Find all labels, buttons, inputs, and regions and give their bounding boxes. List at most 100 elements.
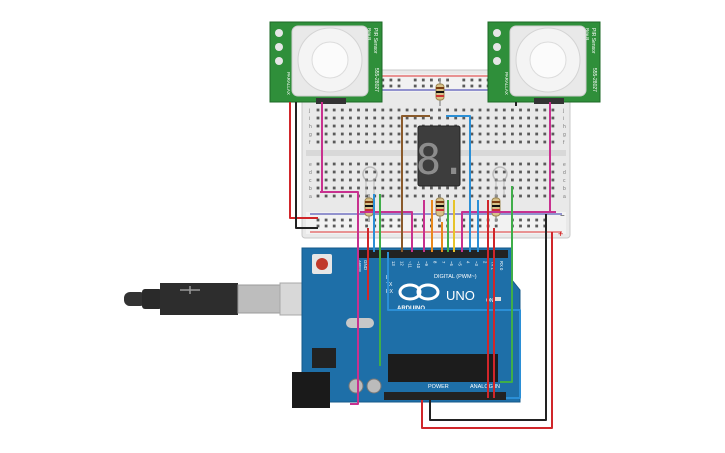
breadboard-hole[interactable] [413,84,417,88]
breadboard-hole[interactable] [478,140,482,144]
breadboard-hole[interactable] [349,224,352,228]
breadboard-hole[interactable] [373,140,377,144]
breadboard-hole[interactable] [405,186,409,190]
breadboard-hole[interactable] [340,170,344,174]
breadboard-hole[interactable] [413,124,417,128]
breadboard-hole[interactable] [405,116,409,120]
breadboard-hole[interactable] [340,116,344,120]
breadboard-hole[interactable] [478,178,482,182]
breadboard-hole[interactable] [413,224,417,228]
breadboard-hole[interactable] [405,132,409,136]
breadboard-hole[interactable] [381,178,385,182]
breadboard-hole[interactable] [389,78,393,82]
breadboard-hole[interactable] [551,186,555,190]
breadboard-hole[interactable] [462,124,466,128]
breadboard-hole[interactable] [446,78,449,82]
breadboard-hole[interactable] [527,178,530,182]
breadboard-hole[interactable] [486,170,490,174]
breadboard-hole[interactable] [357,140,360,144]
breadboard-hole[interactable] [381,170,385,174]
breadboard-hole[interactable] [527,108,530,112]
breadboard-hole[interactable] [316,116,320,120]
breadboard-hole[interactable] [543,162,547,166]
breadboard-hole[interactable] [527,224,530,228]
breadboard-hole[interactable] [389,178,393,182]
breadboard-hole[interactable] [413,78,417,82]
breadboard-hole[interactable] [543,186,547,190]
breadboard-hole[interactable] [470,194,474,198]
breadboard-hole[interactable] [462,132,466,136]
breadboard-hole[interactable] [413,186,417,190]
breadboard-hole[interactable] [316,194,320,198]
breadboard-hole[interactable] [470,170,474,174]
breadboard-hole[interactable] [454,108,458,112]
breadboard-hole[interactable] [535,116,539,120]
breadboard-hole[interactable] [543,194,547,198]
breadboard-hole[interactable] [365,170,368,174]
breadboard-hole[interactable] [316,186,320,190]
breadboard-hole[interactable] [373,132,377,136]
breadboard-hole[interactable] [316,140,320,144]
breadboard-hole[interactable] [511,162,514,166]
breadboard-hole[interactable] [421,78,425,82]
breadboard-hole[interactable] [349,116,352,120]
breadboard-hole[interactable] [324,224,328,228]
breadboard-hole[interactable] [397,108,401,112]
breadboard-hole[interactable] [332,140,336,144]
led-left[interactable] [362,166,378,196]
breadboard-hole[interactable] [349,124,352,128]
breadboard-hole[interactable] [527,124,530,128]
breadboard-hole[interactable] [551,116,555,120]
breadboard-hole[interactable] [421,194,425,198]
breadboard-hole[interactable] [340,224,344,228]
breadboard-hole[interactable] [397,132,401,136]
breadboard-hole[interactable] [478,84,482,88]
breadboard-hole[interactable] [381,162,385,166]
breadboard-hole[interactable] [543,224,547,228]
breadboard-hole[interactable] [373,162,377,166]
breadboard-hole[interactable] [551,170,555,174]
breadboard-hole[interactable] [519,170,522,174]
breadboard-hole[interactable] [494,132,498,136]
breadboard-hole[interactable] [430,194,433,198]
breadboard-hole[interactable] [397,218,401,222]
breadboard-hole[interactable] [397,78,401,82]
breadboard-hole[interactable] [430,84,433,88]
breadboard-hole[interactable] [494,170,498,174]
breadboard-hole[interactable] [543,124,547,128]
breadboard-hole[interactable] [486,140,490,144]
breadboard-hole[interactable] [519,132,522,136]
breadboard-hole[interactable] [527,132,530,136]
breadboard-hole[interactable] [494,108,498,112]
breadboard-hole[interactable] [316,218,320,222]
breadboard-hole[interactable] [349,170,352,174]
breadboard-hole[interactable] [349,140,352,144]
breadboard-hole[interactable] [316,162,320,166]
breadboard-hole[interactable] [357,162,360,166]
breadboard-hole[interactable] [340,186,344,190]
breadboard-hole[interactable] [389,170,393,174]
breadboard-hole[interactable] [324,194,328,198]
breadboard-hole[interactable] [421,186,425,190]
breadboard-hole[interactable] [543,218,547,222]
breadboard-hole[interactable] [519,224,522,228]
breadboard-hole[interactable] [470,224,474,228]
breadboard-hole[interactable] [397,224,401,228]
breadboard-hole[interactable] [502,132,506,136]
breadboard-hole[interactable] [381,194,385,198]
breadboard-hole[interactable] [340,162,344,166]
breadboard-hole[interactable] [478,162,482,166]
breadboard-hole[interactable] [535,178,539,182]
breadboard-hole[interactable] [421,108,425,112]
breadboard-hole[interactable] [357,108,360,112]
breadboard-hole[interactable] [365,108,368,112]
breadboard-hole[interactable] [519,186,522,190]
breadboard-hole[interactable] [478,218,482,222]
breadboard-hole[interactable] [389,124,393,128]
breadboard-hole[interactable] [486,116,490,120]
breadboard-hole[interactable] [502,116,506,120]
breadboard-hole[interactable] [462,218,466,222]
breadboard-hole[interactable] [397,84,401,88]
breadboard-hole[interactable] [389,116,393,120]
breadboard-hole[interactable] [470,84,474,88]
